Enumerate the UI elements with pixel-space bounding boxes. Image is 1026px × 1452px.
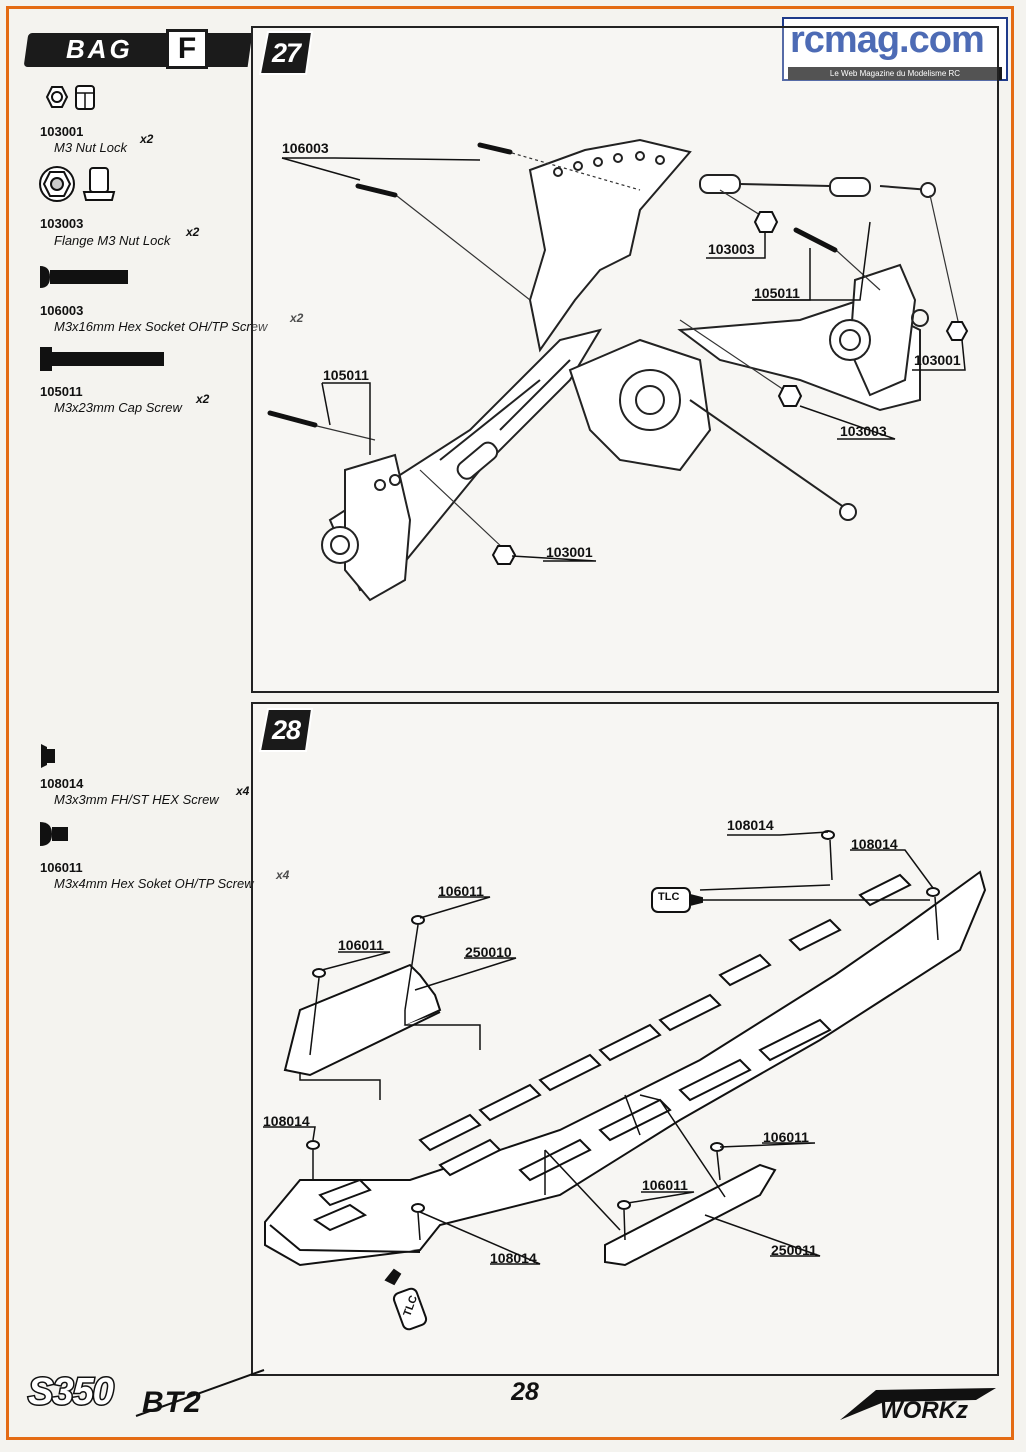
callout-106011: 106011 bbox=[763, 1129, 809, 1145]
step-27-badge: 27 bbox=[258, 30, 316, 76]
part-desc: M3x16mm Hex Socket OH/TP Screw bbox=[54, 319, 268, 334]
callout-105011: 105011 bbox=[754, 285, 800, 301]
nut-lock-icon bbox=[45, 85, 95, 110]
svg-text:S350: S350 bbox=[28, 1371, 114, 1413]
step-badge-shape bbox=[258, 31, 314, 75]
step-28-number: 28 bbox=[271, 715, 301, 745]
bag-label: BAG bbox=[66, 34, 133, 64]
callout-106011: 106011 bbox=[338, 937, 384, 953]
callout-103003: 103003 bbox=[708, 241, 755, 257]
part-desc: M3x23mm Cap Screw bbox=[54, 400, 182, 415]
screw-4mm-icon bbox=[40, 822, 68, 846]
rcmag-tagline: Le Web Magazine du Modelisme RC bbox=[788, 67, 1002, 80]
callout-106011: 106011 bbox=[642, 1177, 688, 1193]
part-code: 103003 bbox=[40, 216, 84, 231]
step-27-number: 27 bbox=[271, 38, 301, 68]
part-qty: x2 bbox=[290, 311, 304, 325]
tlc-label: TLC bbox=[658, 891, 680, 903]
screw-3mm-icon bbox=[41, 744, 55, 768]
page-frame bbox=[6, 6, 1014, 1440]
callout-108014: 108014 bbox=[263, 1113, 310, 1129]
part-desc: Flange M3 Nut Lock bbox=[54, 233, 171, 248]
screw-23mm-icon bbox=[40, 347, 164, 371]
part-qty: x2 bbox=[186, 225, 200, 239]
callout-108014: 108014 bbox=[490, 1250, 537, 1266]
flange-nut-icon bbox=[39, 166, 116, 202]
page-number: 28 bbox=[511, 1378, 539, 1406]
brand-logo: WORKz bbox=[840, 1388, 996, 1424]
part-code: 103001 bbox=[40, 124, 84, 139]
callout-250010: 250010 bbox=[465, 944, 512, 960]
callout-108014: 108014 bbox=[727, 817, 774, 833]
part-qty: x4 bbox=[236, 784, 250, 798]
part-code: 105011 bbox=[40, 384, 83, 399]
callout-250011: 250011 bbox=[771, 1242, 817, 1258]
step-28-badge: 28 bbox=[258, 707, 316, 753]
part-code: 106003 bbox=[40, 303, 84, 318]
model-logo: S350 BT2 bbox=[27, 1369, 265, 1419]
part-desc: M3x3mm FH/ST HEX Screw bbox=[54, 792, 219, 807]
callout-103003: 103003 bbox=[840, 423, 887, 439]
screw-16mm-icon bbox=[40, 266, 128, 288]
part-code: 106011 bbox=[40, 860, 83, 875]
part-qty: x2 bbox=[196, 392, 210, 406]
part-desc: M3 Nut Lock bbox=[54, 140, 127, 155]
callout-106011: 106011 bbox=[438, 883, 484, 899]
callout-103001: 103001 bbox=[914, 352, 961, 368]
step-badge-shape bbox=[258, 708, 314, 752]
part-qty: x2 bbox=[140, 132, 154, 146]
callout-106003: 106003 bbox=[282, 140, 329, 156]
callout-105011: 105011 bbox=[323, 367, 369, 383]
part-desc: M3x4mm Hex Soket OH/TP Screw bbox=[54, 876, 254, 891]
svg-text:WORKz: WORKz bbox=[880, 1397, 968, 1424]
callout-108014: 108014 bbox=[851, 836, 898, 852]
part-qty: x4 bbox=[276, 868, 290, 882]
bag-letter-box: F bbox=[166, 29, 208, 69]
callout-103001: 103001 bbox=[546, 544, 593, 560]
part-code: 108014 bbox=[40, 776, 84, 791]
